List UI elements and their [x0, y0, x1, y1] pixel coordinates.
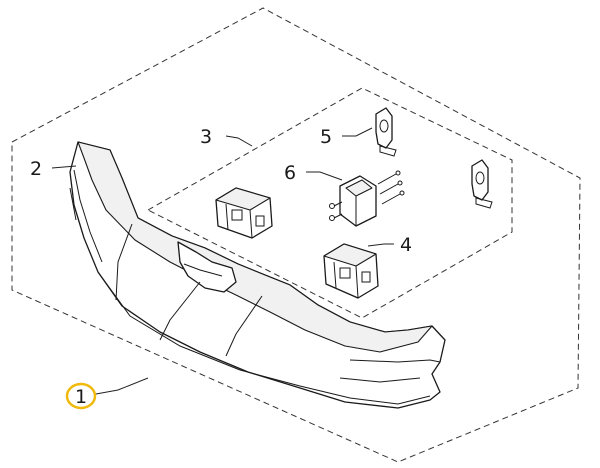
leader-5 [342, 127, 373, 137]
assembly-boundary [11, 7, 581, 463]
leader-2 [51, 165, 77, 169]
callout-5: 5 [320, 126, 332, 148]
callout-2: 2 [30, 158, 42, 180]
leader-6 [306, 171, 343, 181]
callout-3: 3 [200, 126, 212, 148]
callout-4: 4 [400, 234, 412, 256]
mounting-plate-part-6 [329, 175, 377, 227]
leader-1 [95, 377, 149, 395]
subkit-boundary [146, 87, 513, 319]
leader-4 [367, 243, 394, 247]
clip-part-5 [375, 107, 397, 157]
screws-part-6 [377, 170, 405, 205]
bracket-part-3 [215, 187, 273, 239]
cover-body [69, 141, 446, 409]
callout-1: 1 [75, 386, 87, 408]
bracket-part-4 [323, 243, 379, 299]
callout-6: 6 [284, 162, 296, 184]
highlight-ring [65, 382, 97, 410]
leader-3 [225, 135, 253, 147]
clip-part-5-second [471, 159, 493, 209]
